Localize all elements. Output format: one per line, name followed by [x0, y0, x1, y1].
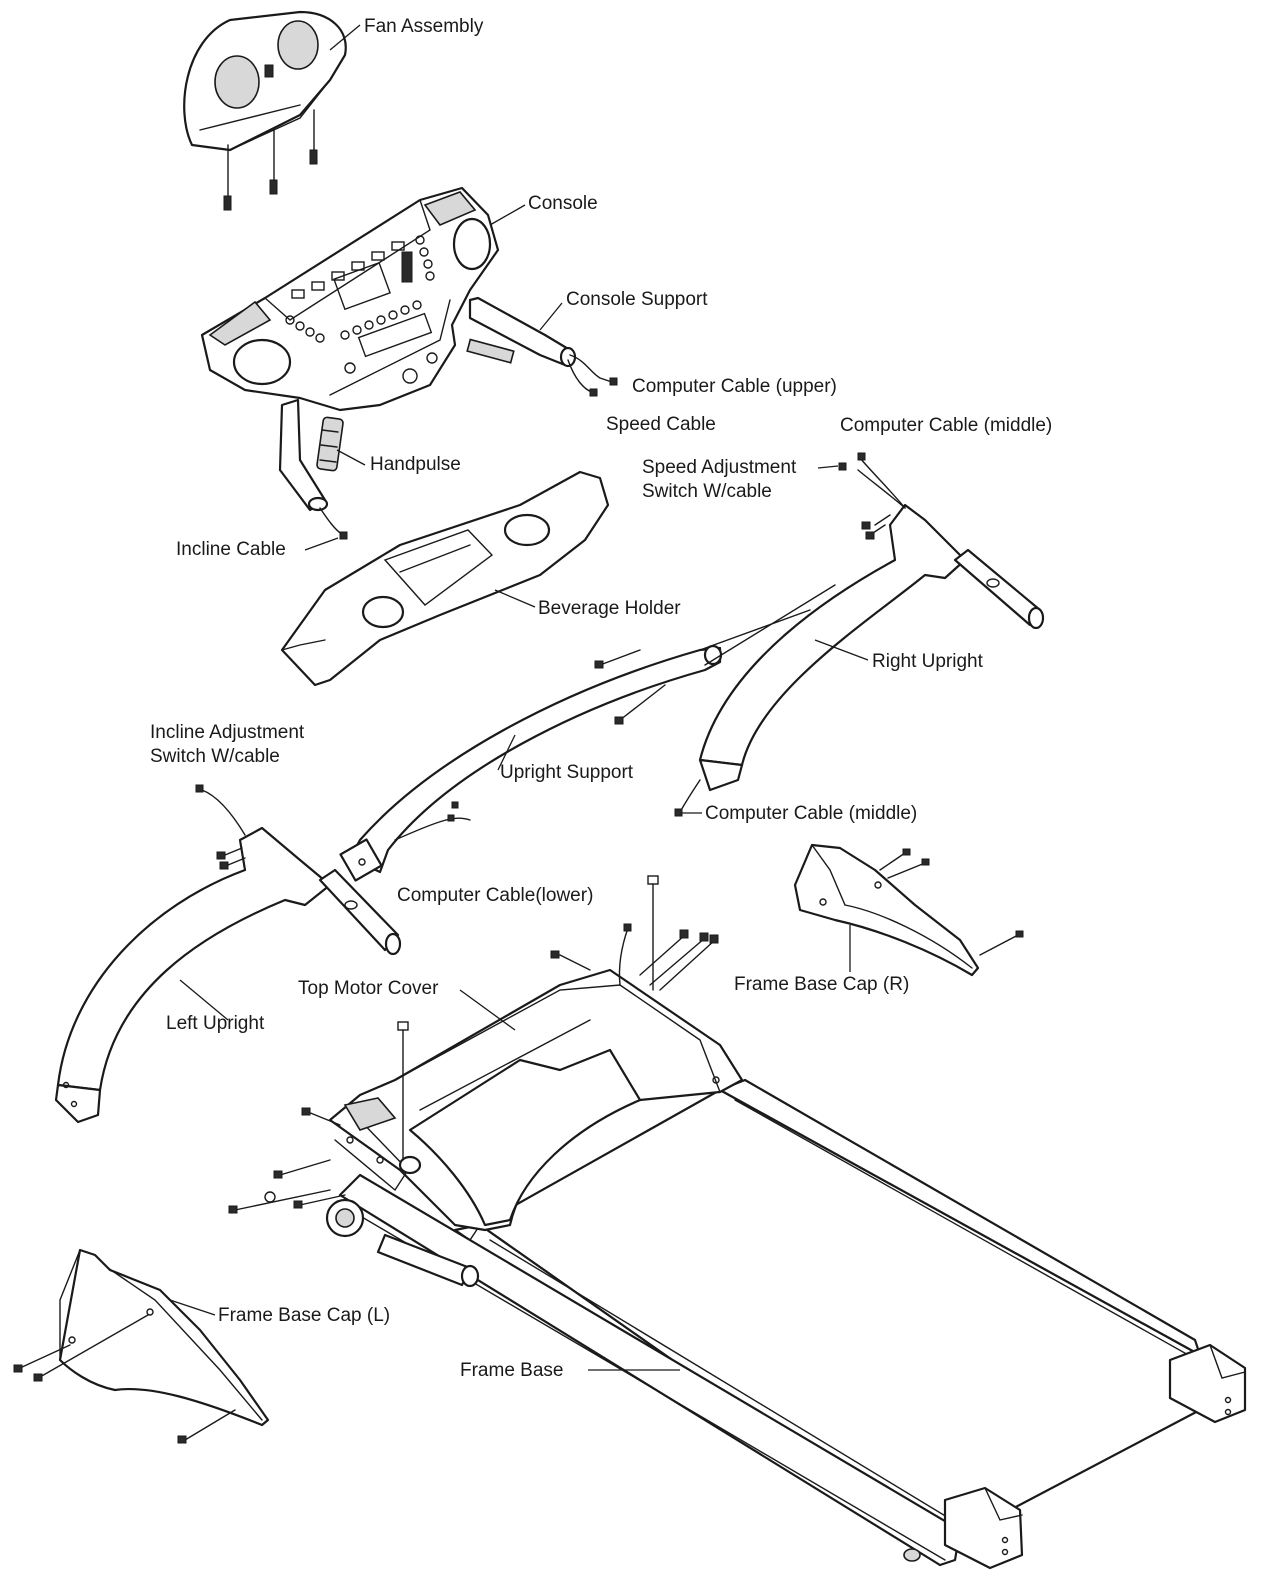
label-incline-cable: Incline Cable — [176, 539, 286, 560]
upright-support-part — [339, 584, 836, 882]
label-speed-cable: Speed Cable — [606, 414, 716, 435]
label-incline-adjustment-line2: Switch W/cable — [150, 746, 280, 767]
left-upright-part — [54, 826, 402, 1124]
label-console: Console — [528, 193, 598, 214]
computer-cable-upper — [569, 354, 613, 383]
label-upright-support: Upright Support — [500, 762, 634, 783]
label-incline-adjustment-line1: Incline Adjustment — [150, 722, 305, 743]
computer-cable-lower — [618, 927, 629, 986]
label-handpulse: Handpulse — [370, 454, 461, 475]
incline-cable — [319, 507, 344, 536]
label-top-motor-cover: Top Motor Cover — [298, 978, 439, 999]
cable-connector-lower — [623, 923, 632, 932]
fan-assembly-part — [183, 10, 347, 211]
frame-base-cap-r-part — [793, 843, 1024, 977]
speed-adjustment-connector — [838, 462, 847, 471]
cable-connector-upper — [609, 377, 618, 386]
label-console-support: Console Support — [566, 289, 708, 310]
motor-cover-bolts — [228, 929, 719, 1214]
label-right-upright: Right Upright — [872, 651, 984, 672]
cable-connector-middle-bottom — [674, 808, 683, 817]
label-computer-cable-lower: Computer Cable(lower) — [397, 885, 593, 906]
incline-adjustment-cable — [201, 789, 246, 836]
label-computer-cable-upper: Computer Cable (upper) — [632, 376, 837, 397]
speed-adjustment-cable — [857, 469, 906, 509]
label-computer-cable-middle-bottom: Computer Cable (middle) — [705, 803, 917, 824]
left-upright-bolts — [216, 847, 246, 870]
beverage-holder-part — [280, 470, 610, 687]
label-frame-base-cap-r: Frame Base Cap (R) — [734, 974, 909, 995]
label-left-upright: Left Upright — [166, 1013, 265, 1034]
label-speed-adjustment-line1: Speed Adjustment — [642, 457, 797, 478]
label-frame-base-cap-l: Frame Base Cap (L) — [218, 1305, 390, 1326]
incline-cable-connector — [339, 531, 348, 540]
label-beverage-holder: Beverage Holder — [538, 598, 681, 619]
speed-cable-connector — [589, 388, 598, 397]
top-motor-cover-part — [328, 875, 744, 1232]
label-computer-cable-middle-top: Computer Cable (middle) — [840, 415, 1052, 436]
console-part — [200, 186, 577, 512]
frame-base-cap-l-part — [13, 1248, 270, 1444]
cable-connector-middle-top — [857, 452, 866, 461]
label-speed-adjustment-line2: Switch W/cable — [642, 481, 772, 502]
incline-adjustment-connector — [195, 784, 204, 793]
leader-lines — [169, 24, 869, 1371]
right-upright-part — [698, 503, 1045, 792]
label-frame-base: Frame Base — [460, 1360, 563, 1381]
computer-cable-middle-lower-run — [679, 779, 701, 813]
computer-cable-middle-top — [859, 457, 906, 509]
right-upright-bolts — [861, 514, 891, 540]
label-fan-assembly: Fan Assembly — [364, 16, 484, 37]
